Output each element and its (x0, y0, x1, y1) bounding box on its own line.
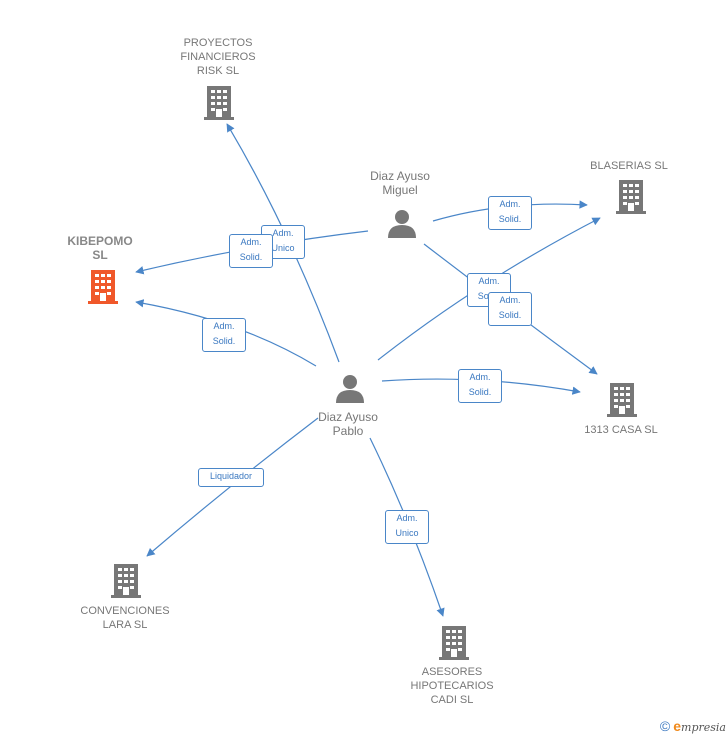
edge-label-pablo-casa[interactable]: Adm. Solid. (458, 369, 502, 403)
building-icon[interactable] (87, 270, 119, 304)
node-label-kibepomo: KIBEPOMO SL (67, 234, 133, 262)
node-label-convenciones: CONVENCIONES LARA SL (80, 605, 170, 631)
edge-label-pablo-convenciones[interactable]: Liquidador (198, 468, 264, 487)
node-label-1313-casa: 1313 CASA SL (584, 424, 658, 436)
node-label-miguel: Diaz Ayuso Miguel (370, 169, 430, 197)
brand-initial: e (673, 718, 682, 734)
edge-label-miguel-blaserias[interactable]: Adm. Solid. (488, 196, 532, 230)
node-label-proyectos: PROYECTOS FINANCIEROS RISK SL (180, 37, 256, 77)
edge-label-pablo-kibepomo[interactable]: Adm. Solid. (202, 318, 246, 352)
node-label-asesores: ASESORES HIPOTECARIOS CADI SL (410, 666, 494, 706)
building-icon[interactable] (204, 86, 234, 120)
edge-label-miguel-kibepomo[interactable]: Adm. Solid. (229, 234, 273, 268)
node-label-pablo: Diaz Ayuso Pablo (318, 410, 378, 438)
edge-label-miguel-casa[interactable]: Adm. Solid. (488, 292, 532, 326)
building-icon[interactable] (607, 383, 637, 417)
edge-label-pablo-asesores[interactable]: Adm. Unico (385, 510, 429, 544)
person-icon[interactable] (335, 373, 365, 403)
building-icon[interactable] (616, 180, 646, 214)
edge-pablo-convenciones (146, 417, 319, 557)
node-label-blaserias: BLASERIAS SL (590, 160, 668, 172)
person-icon[interactable] (387, 208, 417, 238)
building-icon[interactable] (439, 626, 469, 660)
brand-name: mpresia (681, 721, 726, 734)
footer-brand: © empresia (660, 718, 726, 734)
building-icon[interactable] (111, 564, 141, 598)
copyright-icon: © (659, 718, 671, 734)
